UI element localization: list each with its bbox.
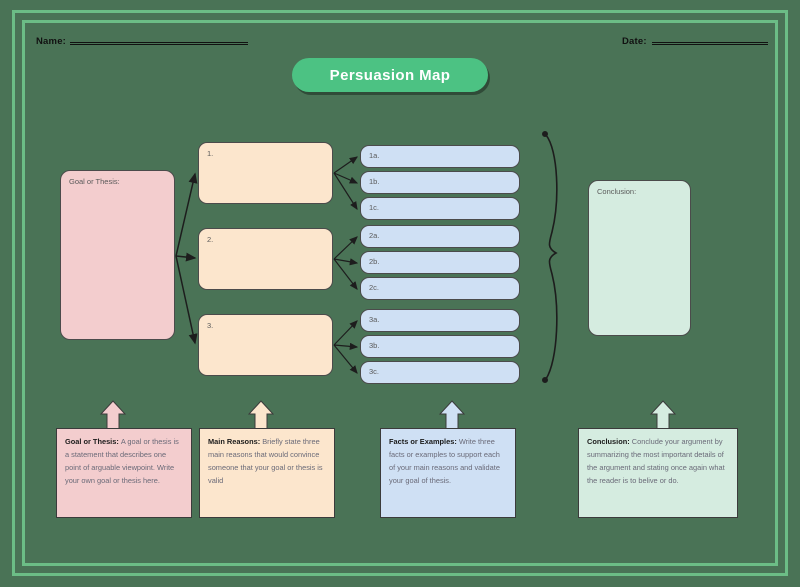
node-fact-3b[interactable]: 3b. [360,335,520,358]
node-fact-1a[interactable]: 1a. [360,145,520,168]
node-fact-3a-label: 3a. [369,315,380,324]
node-fact-2b[interactable]: 2b. [360,251,520,274]
legend-card-main-reasons: Main Reasons: Briefly state three main r… [199,428,335,518]
thesis-to-reasons-arrows [175,172,198,345]
node-fact-2c[interactable]: 2c. [360,277,520,300]
worksheet-title-pill: Persuasion Map [292,58,488,92]
node-reason-1[interactable]: 1. [198,142,333,204]
node-goal-or-thesis[interactable]: Goal or Thesis: [60,170,175,340]
date-label: Date: [622,36,647,47]
legend-description-facts-or-examples: Write three facts or examples to support… [389,437,500,485]
node-fact-3a[interactable]: 3a. [360,309,520,332]
node-fact-1b-label: 1b. [369,177,380,186]
legend-description-goal-or-thesis: A goal or thesis is a statement that des… [65,437,179,485]
legend-term-main-reasons: Main Reasons [208,437,258,446]
node-fact-1c[interactable]: 1c. [360,197,520,220]
node-fact-2b-label: 2b. [369,257,380,266]
node-fact-1a-label: 1a. [369,151,380,160]
legend-term-conclusion: Conclusion [587,437,628,446]
node-fact-3b-label: 3b. [369,341,380,350]
up-arrow-icon-reasons [248,400,274,430]
legend-card-conclusion: Conclusion: Conclude your argument by su… [578,428,738,518]
name-input-rule[interactable] [70,42,248,45]
node-fact-1c-label: 1c. [369,203,380,212]
legend-separator-facts-or-examples: : [454,437,459,446]
node-fact-2a-label: 2a. [369,231,380,240]
date-input-rule[interactable] [652,42,768,45]
node-reason-3-label: 3. [207,321,214,330]
legend-term-goal-or-thesis: Goal or Thesis [65,437,117,446]
node-goal-or-thesis-label: Goal or Thesis: [69,177,120,186]
node-reason-3[interactable]: 3. [198,314,333,376]
legend-card-goal-or-thesis: Goal or Thesis: A goal or thesis is a st… [56,428,192,518]
reason1-to-facts-arrows [333,156,359,211]
summarizing-brace [541,131,558,383]
legend-term-facts-or-examples: Facts or Examples [389,437,455,446]
node-fact-2a[interactable]: 2a. [360,225,520,248]
reason3-to-facts-arrows [333,320,359,374]
name-label: Name: [36,36,67,47]
legend-separator-main-reasons: : [257,437,263,446]
node-fact-3c-label: 3c. [369,367,380,376]
node-fact-2c-label: 2c. [369,283,380,292]
legend-description-conclusion: Conclude your argument by summarizing th… [587,437,725,485]
legend-separator-conclusion: : [627,437,632,446]
node-fact-3c[interactable]: 3c. [360,361,520,384]
legend-separator-goal-or-thesis: : [116,437,121,446]
node-reason-1-label: 1. [207,149,214,158]
up-arrow-icon-facts [439,400,465,430]
legend-card-facts-or-examples: Facts or Examples: Write three facts or … [380,428,516,518]
legend-description-main-reasons: Briefly state three main reasons that wo… [208,437,323,485]
node-fact-1b[interactable]: 1b. [360,171,520,194]
node-conclusion[interactable]: Conclusion: [588,180,691,336]
page-title: Persuasion Map [329,66,451,84]
node-reason-2[interactable]: 2. [198,228,333,290]
up-arrow-icon-conclusion [650,400,676,430]
node-reason-2-label: 2. [207,235,214,244]
up-arrow-icon-goal [100,400,126,430]
reason2-to-facts-arrows [333,236,359,290]
node-conclusion-label: Conclusion: [597,187,637,196]
